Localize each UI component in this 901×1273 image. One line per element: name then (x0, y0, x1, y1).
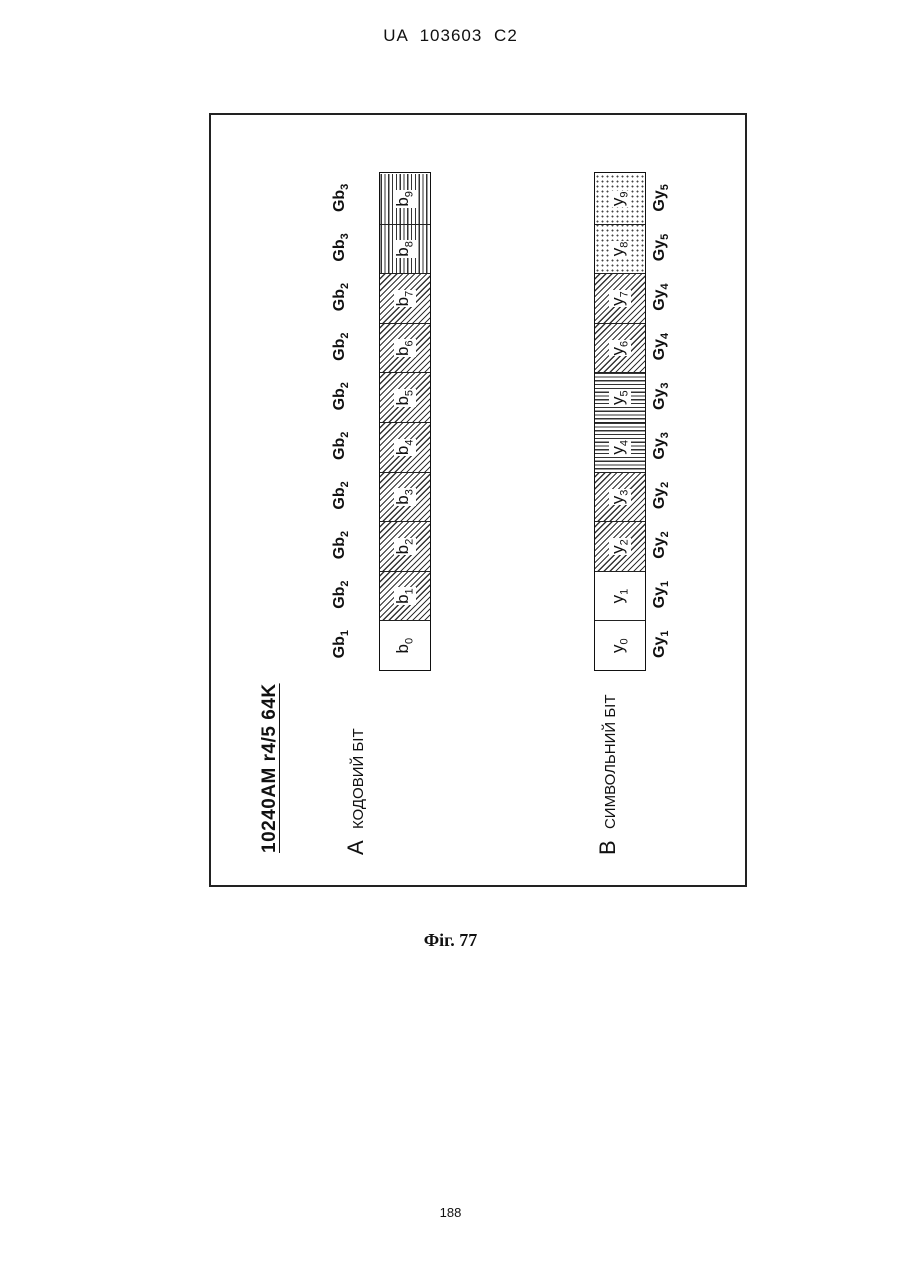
row-a-cell-label: b7 (394, 290, 415, 308)
row-a-cell-b0: b0 (380, 620, 430, 670)
row-b-cell-y3: y3 (595, 472, 645, 522)
row-b-symbol-strip: y0 y1 y2 y3 y4 y5 y6 y7 y8 y9 (594, 172, 646, 671)
rotated-figure-content: 10240AM r4/5 64K A КОДОВИЙ БІТ Gb1Gb2Gb2… (211, 115, 745, 885)
row-b-group-label: Gy2 (651, 520, 671, 570)
row-a-cell-label: b8 (394, 240, 415, 258)
page-number: 188 (0, 1205, 901, 1220)
row-b-cell-y2: y2 (595, 521, 645, 571)
row-b-cell-y6: y6 (595, 323, 645, 373)
row-b-cell-label: y0 (609, 637, 630, 654)
row-a-cell-label: b2 (394, 538, 415, 556)
row-a-cell-label: b9 (394, 190, 415, 208)
row-a-cell-b7: b7 (380, 273, 430, 323)
row-b-group-label: Gy3 (651, 371, 671, 421)
row-a-cell-label: b3 (394, 488, 415, 506)
row-b-group-label: Gy5 (651, 173, 671, 223)
row-a-cell-b9: b9 (380, 174, 430, 224)
row-b-cell-y5: y5 (595, 372, 645, 422)
row-b-group-labels: Gy1Gy1Gy2Gy2Gy3Gy3Gy4Gy4Gy5Gy5 (651, 173, 671, 669)
row-b-label: B СИМВОЛЬНИЙ БІТ (595, 694, 621, 855)
row-a-cell-label: b6 (394, 339, 415, 357)
figure-title: 10240AM r4/5 64K (259, 683, 281, 853)
row-a-cell-b4: b4 (380, 422, 430, 472)
row-b-cell-y0: y0 (595, 620, 645, 670)
row-a-cell-b6: b6 (380, 323, 430, 373)
row-a-cell-b5: b5 (380, 372, 430, 422)
row-a-cell-label: b5 (394, 389, 415, 407)
row-b-cell-label: y6 (609, 340, 630, 357)
row-b-group-label: Gy3 (651, 421, 671, 471)
row-a-group-label: Gb2 (331, 570, 351, 620)
row-a-cell-label: b1 (394, 587, 415, 605)
figure-frame: 10240AM r4/5 64K A КОДОВИЙ БІТ Gb1Gb2Gb2… (209, 113, 747, 887)
row-b-cell-label: y1 (609, 588, 630, 605)
row-b-cell-label: y4 (609, 439, 630, 456)
patent-header: UA 103603 C2 (0, 26, 901, 46)
row-a-group-label: Gb3 (331, 173, 351, 223)
row-b-group-label: Gy1 (651, 619, 671, 669)
row-b-cell-label: y8 (609, 241, 630, 258)
row-b-caption: СИМВОЛЬНИЙ БІТ (602, 694, 619, 829)
row-b-group-label: Gy2 (651, 471, 671, 521)
row-a-group-label: Gb2 (331, 421, 351, 471)
row-b-cell-y4: y4 (595, 422, 645, 472)
row-a-group-label: Gb2 (331, 371, 351, 421)
row-a-group-label: Gb2 (331, 322, 351, 372)
row-a-group-label: Gb1 (331, 619, 351, 669)
row-b-cell-label: y2 (609, 538, 630, 555)
row-a-group-label: Gb2 (331, 471, 351, 521)
row-b-cell-y7: y7 (595, 273, 645, 323)
row-a-group-label: Gb2 (331, 272, 351, 322)
row-a-cell-label: b4 (394, 439, 415, 457)
row-a-group-label: Gb2 (331, 520, 351, 570)
row-b-cell-y1: y1 (595, 571, 645, 621)
row-a-cell-b1: b1 (380, 571, 430, 621)
row-a-group-label: Gb3 (331, 223, 351, 273)
row-b-group-label: Gy4 (651, 322, 671, 372)
row-a-cell-b3: b3 (380, 472, 430, 522)
row-b-cell-y8: y8 (595, 224, 645, 274)
figure-caption: Фіг. 77 (0, 930, 901, 951)
row-b-cell-label: y5 (609, 389, 630, 406)
row-a-caption: КОДОВИЙ БІТ (350, 728, 367, 829)
row-a-cell-b8: b8 (380, 224, 430, 274)
row-b-cell-label: y3 (609, 489, 630, 506)
row-b-letter: B (595, 840, 620, 855)
row-b-group-label: Gy1 (651, 570, 671, 620)
row-a-label: A КОДОВИЙ БІТ (343, 728, 369, 855)
row-b-cell-label: y7 (609, 290, 630, 307)
row-a-bit-strip: b0 b1 b2 b3 b4 b5 b6 b7 b8 b9 (379, 172, 431, 671)
row-a-letter: A (343, 840, 368, 855)
row-b-group-label: Gy5 (651, 223, 671, 273)
row-a-group-labels: Gb1Gb2Gb2Gb2Gb2Gb2Gb2Gb2Gb3Gb3 (331, 173, 351, 669)
row-b-group-label: Gy4 (651, 272, 671, 322)
row-a-cell-b2: b2 (380, 521, 430, 571)
row-a-cell-label: b0 (394, 637, 415, 655)
row-b-cell-label: y9 (609, 191, 630, 208)
row-b-cell-y9: y9 (595, 174, 645, 224)
